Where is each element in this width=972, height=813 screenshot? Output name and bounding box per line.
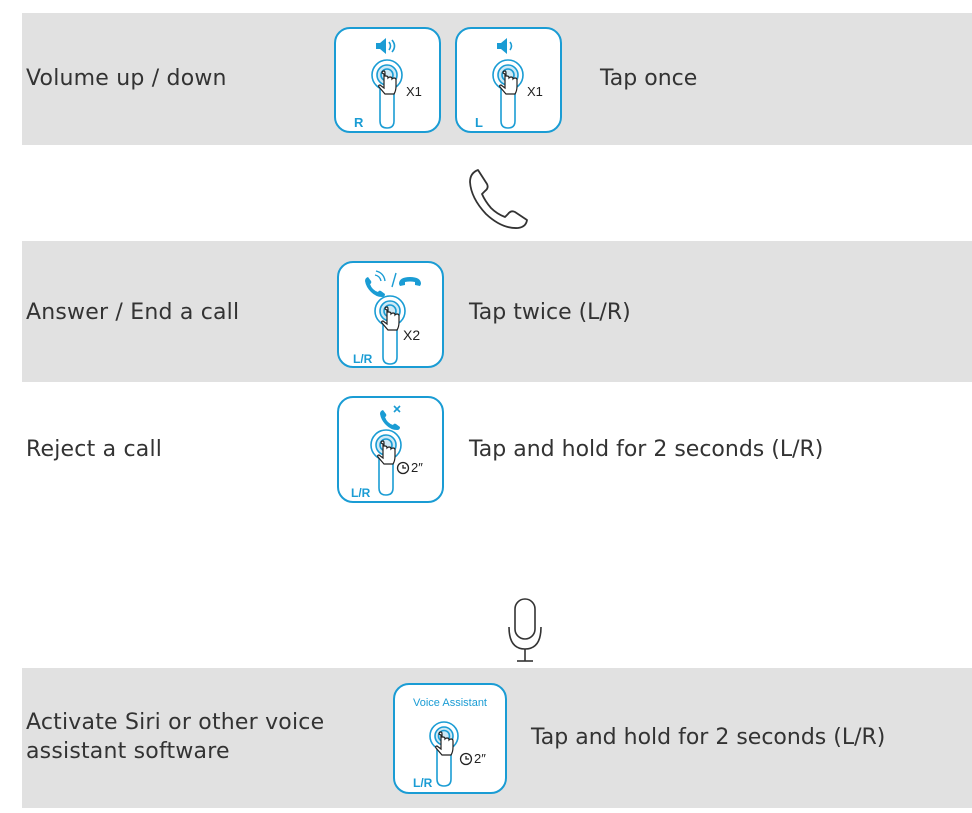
answer-action: Tap twice (L/R) (469, 300, 631, 325)
side-tag: L/R (351, 486, 371, 500)
earbud-touch-icon (492, 59, 524, 129)
siri-label-line2: assistant software (26, 739, 230, 764)
earbud-touch-icon (374, 295, 406, 365)
phone-handset-icon (469, 169, 528, 229)
voice-assistant-title: Voice Assistant (413, 697, 487, 709)
incoming-call-icon (365, 270, 386, 297)
siri-card: Voice Assistant 2″ L/R (393, 683, 507, 794)
volume-left-card: X1 L (455, 27, 562, 133)
side-tag-right: R (354, 115, 364, 130)
volume-action: Tap once (600, 66, 698, 91)
microphone-icon (508, 598, 542, 662)
tap-count: X1 (527, 84, 543, 99)
reject-card: 2″ L/R (337, 396, 444, 503)
call-reject-icon (380, 405, 401, 430)
hang-up-icon (399, 277, 421, 286)
clock-icon (396, 461, 410, 475)
speaker-down-icon (497, 38, 513, 54)
earbud-touch-icon (371, 59, 403, 129)
reject-label: Reject a call (26, 437, 163, 462)
siri-label-line1: Activate Siri or other voice (26, 710, 325, 735)
tap-count: X2 (403, 327, 421, 343)
speaker-up-icon (376, 38, 396, 54)
earbud-touch-icon (370, 429, 402, 496)
tap-count: X1 (406, 84, 422, 99)
volume-label: Volume up / down (26, 66, 227, 91)
answer-label: Answer / End a call (26, 300, 240, 325)
hold-duration: 2″ (474, 751, 486, 766)
siri-action: Tap and hold for 2 seconds (L/R) (531, 725, 886, 750)
hold-duration: 2″ (411, 460, 423, 475)
side-tag-left: L (475, 115, 483, 130)
side-tag: L/R (413, 776, 433, 790)
volume-right-card: X1 R (334, 27, 441, 133)
earbud-touch-icon (429, 721, 459, 787)
side-tag: L/R (353, 352, 373, 366)
answer-row (22, 241, 972, 382)
clock-icon (459, 752, 473, 766)
reject-action: Tap and hold for 2 seconds (L/R) (469, 437, 824, 462)
answer-card: X2 L/R (337, 261, 444, 368)
